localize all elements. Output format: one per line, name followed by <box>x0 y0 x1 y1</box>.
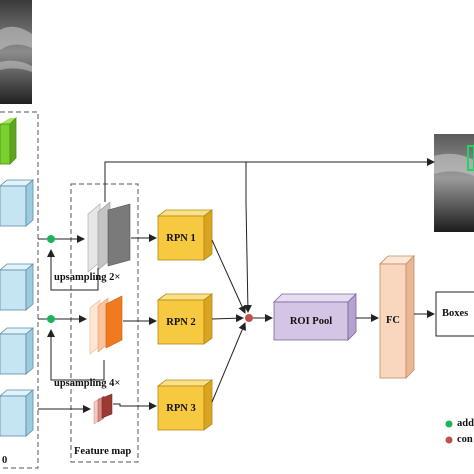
upsampling-4x-label: upsampling 4× <box>54 378 121 389</box>
detection-box <box>467 145 474 171</box>
backbone-block-2 <box>0 263 35 311</box>
rpn-1-box <box>156 209 214 261</box>
backbone-block-1 <box>0 179 35 227</box>
boxes-label: Boxes <box>442 308 469 319</box>
roi-pool-box <box>273 293 357 341</box>
feature-map-orange <box>89 295 123 355</box>
add-node-2 <box>47 315 55 323</box>
rpn-2-box <box>156 293 214 345</box>
legend-concat-dot <box>445 436 453 444</box>
concat-node <box>245 314 253 322</box>
backbone-caption: 0 <box>2 455 8 466</box>
fc-label: FC <box>386 314 400 326</box>
legend-add-dot <box>445 420 453 428</box>
roi-pool-label: ROI Pool <box>289 315 333 327</box>
backbone-block-3 <box>0 327 35 375</box>
rpn-2-label: RPN 2 <box>166 316 196 328</box>
backbone-container <box>0 111 39 469</box>
upsampling-2x-label: upsampling 2× <box>54 272 121 283</box>
boxes-output <box>435 291 474 337</box>
input-ultrasound-image <box>0 0 32 104</box>
backbone-block-4 <box>0 389 35 437</box>
rpn-3-box <box>156 379 214 431</box>
backbone-block-green <box>0 117 17 165</box>
add-node-1 <box>47 235 55 243</box>
rpn-3-label: RPN 3 <box>166 402 196 414</box>
feature-map-gray <box>87 201 131 273</box>
fc-box <box>379 255 415 379</box>
output-ultrasound-image <box>434 134 474 232</box>
legend-concat-label: con <box>457 434 473 445</box>
rpn-1-label: RPN 1 <box>166 232 196 244</box>
legend-add-label: add <box>457 418 474 429</box>
feature-map-red <box>93 393 113 425</box>
feature-map-label: Feature map <box>74 446 132 457</box>
